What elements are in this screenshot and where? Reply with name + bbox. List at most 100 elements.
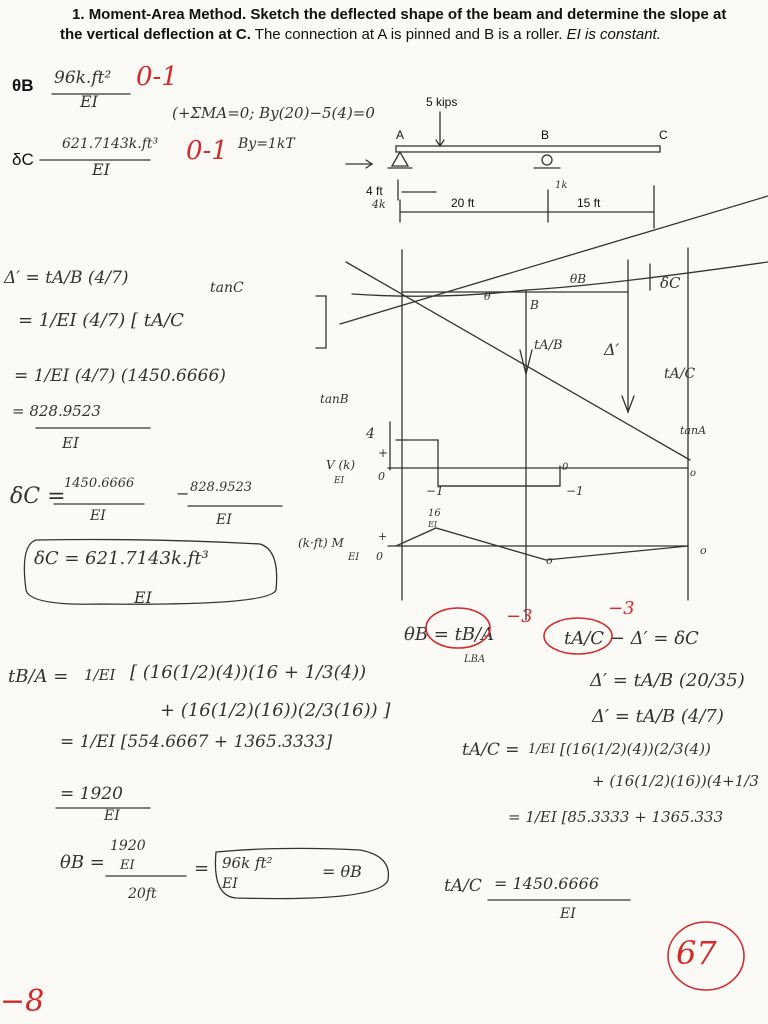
- delta-c-boxed-den: EI: [134, 588, 152, 607]
- support-b-label: B: [541, 128, 550, 142]
- delta-c-curve-label: δC: [660, 274, 681, 292]
- t-ac-result: = 1450.6666: [494, 874, 600, 893]
- roller-b: [541, 154, 553, 166]
- delta-prime-curve-label: Δ′: [604, 340, 620, 359]
- theta-b-answer-denominator: EI: [80, 92, 98, 111]
- delta-c-result-box: [23, 538, 278, 605]
- t-ba-line2: + (16(1/2)(16))(2/3(16)) ]: [160, 700, 391, 721]
- score-red-circle: [667, 921, 745, 991]
- problem-line1-rest: Sketch the deflected shape of the beam a…: [250, 6, 727, 23]
- deflected-shape: [351, 261, 768, 297]
- load-label: 5 kips: [426, 95, 458, 109]
- theta-b-result-box: [214, 847, 390, 900]
- delta-prime-relation1: Δ′ = tA/B (20/35): [590, 670, 745, 691]
- angle-label: θ: [484, 290, 491, 303]
- tangent-a-line: [345, 261, 691, 461]
- m-peak-den: EI: [428, 520, 437, 529]
- dimension-15ft: 15 ft: [577, 196, 601, 210]
- theta-b-calc-mid: EI: [120, 858, 135, 873]
- delta-c-relation: tA/C − Δ′ = δC: [564, 628, 699, 649]
- theta-b-answer-label: θB: [12, 76, 34, 95]
- v-axis-label: V (k): [326, 458, 356, 472]
- m-zero-end: o: [700, 544, 707, 557]
- delta-prime-result: = 828.9523: [12, 402, 101, 420]
- delta-c-answer-label: δC: [12, 150, 34, 169]
- m-pos-sign: +: [378, 530, 388, 543]
- theta-b-answer-numerator: 96k.ft²: [54, 68, 112, 88]
- delta-c-eq-den1: EI: [90, 508, 106, 524]
- tan-c-label: tanC: [210, 280, 244, 296]
- t-ac-result-label: tA/C: [444, 876, 482, 896]
- m-zero-label: 0: [376, 550, 383, 563]
- m-peak-value: 16: [428, 508, 441, 519]
- v-ei-den: EI: [334, 476, 345, 486]
- bracket-right: [315, 295, 327, 349]
- m-axis-label: (k·ft) M: [298, 536, 344, 550]
- v-neg-one-b: −1: [566, 484, 584, 498]
- theta-b-red-circle: [425, 607, 491, 649]
- load-arrow-head: [435, 139, 445, 148]
- delta-c-eq-minus: −: [176, 484, 190, 503]
- v-top-value: 4: [366, 426, 375, 442]
- theta-b-calc-label: θB =: [60, 852, 105, 873]
- t-ac-line3: = 1/EI [85.3333 + 1365.333: [508, 808, 724, 826]
- delta-prime-relation2: Δ′ = tA/B (4/7): [592, 706, 724, 727]
- tan-a-label: tanA: [680, 424, 707, 437]
- t-ba-fraction: 1/EI: [84, 666, 116, 684]
- dimension-20ft: 20 ft: [451, 196, 475, 210]
- delta-c-eq-label: δC =: [10, 484, 66, 509]
- tan-b-label: tanB: [320, 392, 349, 406]
- problem-method: Moment-Area Method.: [88, 6, 247, 23]
- t-ac-result-den: EI: [560, 906, 576, 922]
- theta-b-boxed-num: 96k ft²: [222, 854, 273, 872]
- support-a-label: A: [396, 128, 405, 142]
- delta-prime-result-den: EI: [62, 434, 79, 452]
- theta-b-curve-label: θB: [570, 272, 587, 286]
- score: 67: [676, 934, 717, 972]
- theta-b-calc-eq: =: [194, 858, 210, 879]
- t-ba-line3: = 1/EI [554.6667 + 1365.3333]: [60, 732, 333, 752]
- end-c-label: C: [659, 128, 668, 142]
- theta-b-grade-mark: 0-1: [136, 62, 178, 92]
- reaction-arrowhead: [365, 159, 374, 169]
- v-pos-sign: +: [378, 446, 389, 460]
- by-reaction-result: By=1kT: [238, 136, 295, 152]
- point-b-label: B: [530, 298, 539, 312]
- theta-b-calc-num: 1920: [110, 838, 146, 854]
- theta-b-boxed-tail: = θB: [322, 862, 362, 881]
- t-ac-label: tA/C =: [462, 740, 520, 760]
- m-diagram: [395, 527, 689, 561]
- problem-number: 1.: [72, 6, 85, 23]
- m-zero-at-b: o: [546, 554, 553, 567]
- dimension-4ft: 4 ft: [366, 184, 383, 198]
- theta-b-boxed-den: EI: [222, 876, 238, 892]
- problem-line2-bold: the vertical deflection at C.: [60, 26, 251, 43]
- v-zero-label: 0: [378, 470, 385, 483]
- delta-c-eq-num2: 828.9523: [190, 480, 253, 495]
- tangent-b-line: [339, 195, 768, 325]
- deduction-bottom: −8: [0, 984, 45, 1019]
- delta-c-answer-numerator: 621.7143k.ft³: [62, 136, 159, 152]
- delta-c-eq-den2: EI: [216, 512, 232, 528]
- delta-c-grade-mark: 0-1: [186, 136, 228, 166]
- t-ac-fraction: 1/EI: [528, 742, 556, 757]
- moment-equation: (+ΣMA=0; By(20)−5(4)=0: [172, 104, 375, 122]
- delta-prime-step3: = 1/EI (4/7) (1450.6666): [14, 366, 226, 386]
- reaction-b-value: 1k: [555, 180, 568, 191]
- v-neg-one-a: −1: [426, 484, 444, 498]
- delta-c-boxed-result: δC = 621.7143k.ft³: [34, 548, 209, 569]
- t-ba-result: = 1920: [60, 784, 123, 804]
- v-diagram: [395, 439, 561, 487]
- problem-line2-rest: The connection at A is pinned and B is a…: [254, 26, 563, 43]
- t-ac-red-circle: [543, 617, 613, 655]
- problem-header-line2: the vertical deflection at C. The connec…: [60, 26, 661, 43]
- problem-ei-note: EI is constant.: [566, 26, 661, 43]
- t-ba-result-den: EI: [104, 808, 120, 824]
- theta-b-relation-den: LBA: [464, 654, 486, 665]
- delta-prime-eq: Δ′ = tA/B (4/7): [4, 268, 129, 288]
- reaction-a-value: 4k: [372, 198, 386, 211]
- theta-b-calc-den: 20ft: [128, 886, 157, 902]
- delta-c-eq-num1: 1450.6666: [64, 476, 135, 491]
